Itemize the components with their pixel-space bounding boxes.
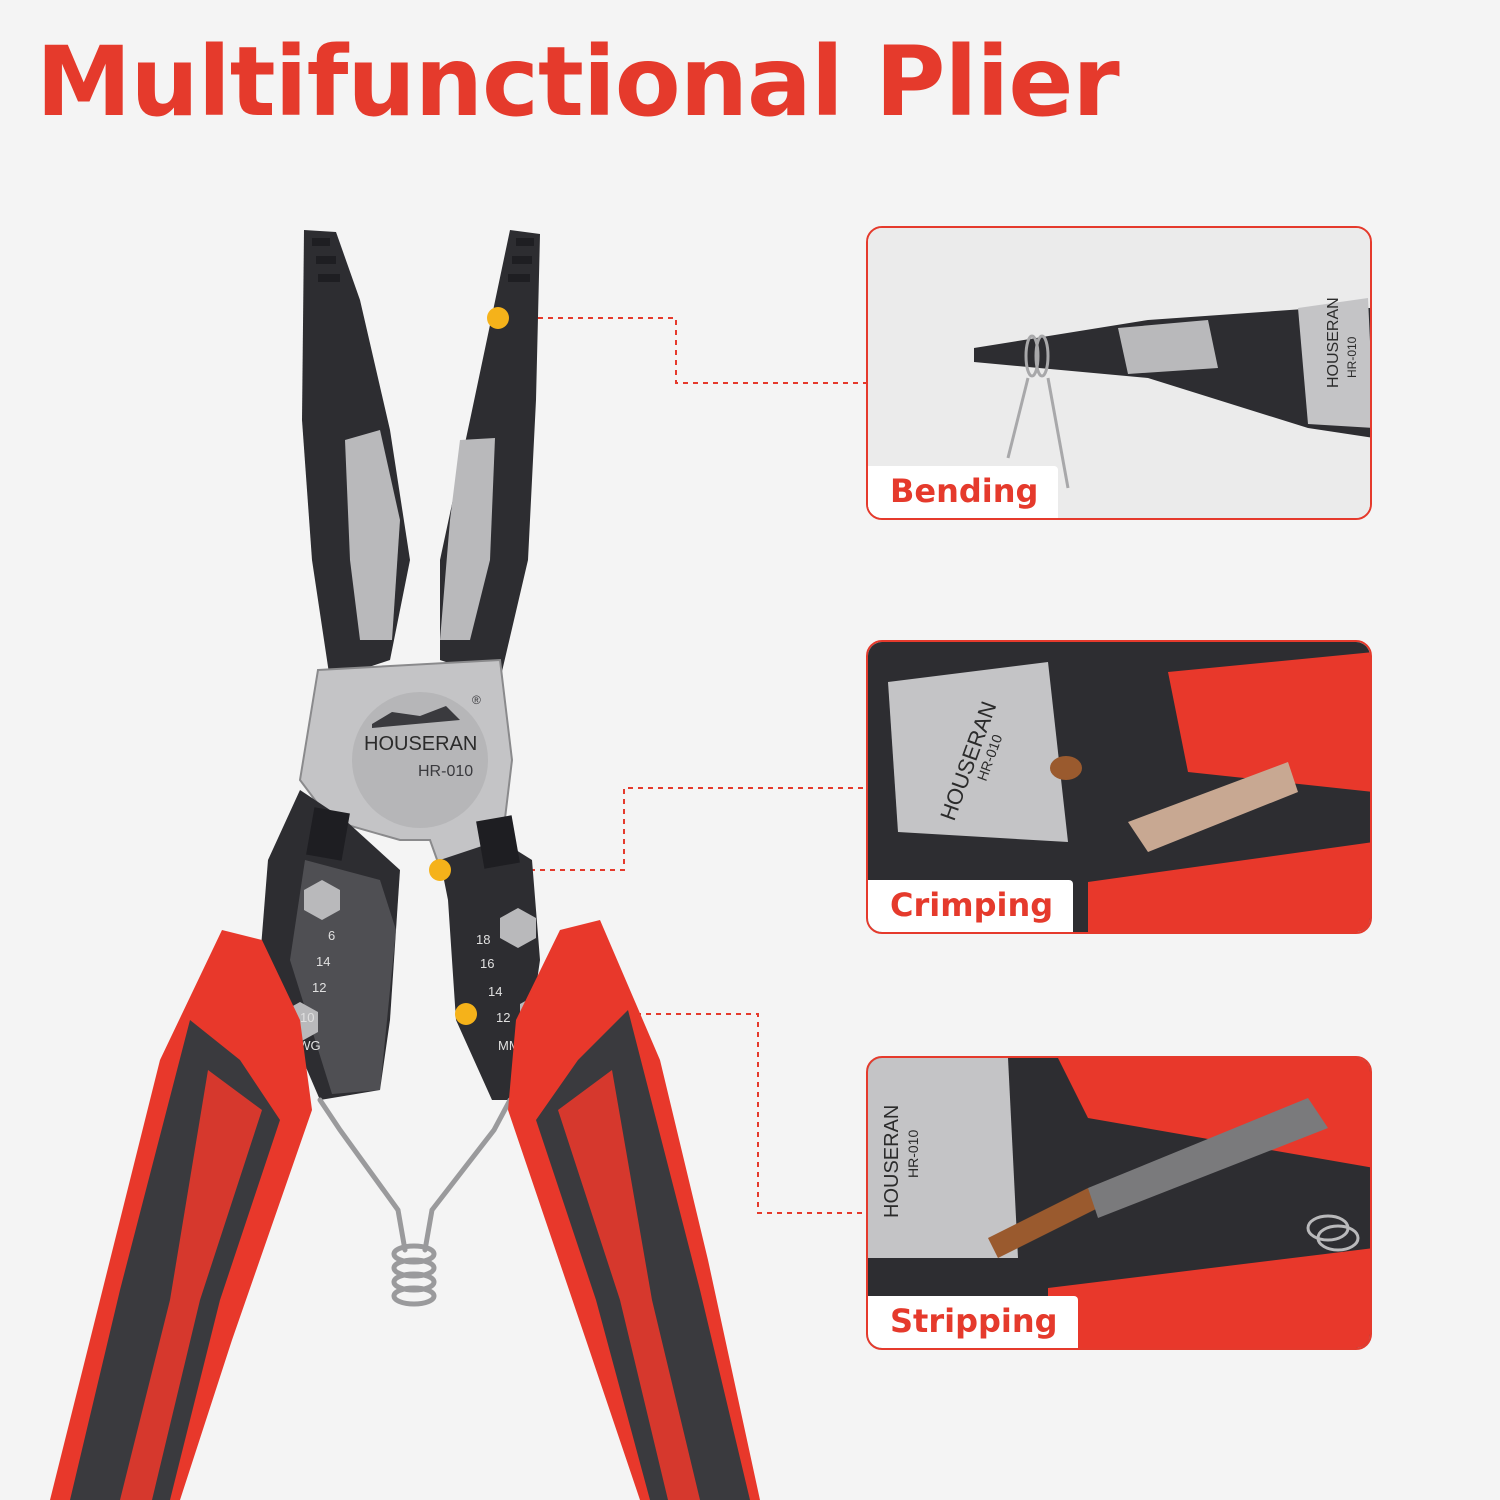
- stripping-brand: HOUSERAN: [881, 1105, 903, 1218]
- panel-bending: HOUSERAN HR-010 Bending: [866, 226, 1372, 520]
- callout-line-bending: [498, 317, 866, 384]
- brand-mark: ®: [472, 693, 481, 707]
- left-neck-steel: [290, 860, 396, 1094]
- logo-icon: [372, 706, 460, 728]
- bending-photo: HOUSERAN HR-010: [868, 228, 1370, 518]
- callout-line-stripping: [466, 1013, 866, 1214]
- panel-crimping: HOUSERAN HR-010 Crimping: [866, 640, 1372, 934]
- svg-text:16: 16: [480, 956, 494, 971]
- svg-text:12: 12: [496, 1010, 510, 1025]
- stripping-model: HR-010: [905, 1130, 921, 1178]
- svg-text:12: 12: [312, 980, 326, 995]
- jaw-teeth: [312, 238, 534, 282]
- panel-label-crimping: Crimping: [868, 880, 1074, 932]
- bending-brand: HOUSERAN: [1325, 297, 1342, 388]
- brand-name: HOUSERAN: [364, 733, 477, 755]
- svg-text:18: 18: [476, 932, 490, 947]
- svg-text:14: 14: [488, 984, 502, 999]
- bending-model: HR-010: [1345, 336, 1359, 378]
- panel-label-bending: Bending: [868, 466, 1059, 518]
- panel-label-stripping: Stripping: [868, 1296, 1078, 1348]
- svg-text:10: 10: [300, 1010, 314, 1025]
- callout-dot-icon: [429, 307, 509, 1025]
- left-jaw-steel: [345, 430, 400, 640]
- panel-stripping: HOUSERAN HR-010 Stripping: [866, 1056, 1372, 1350]
- mm-scale: 18 16 14 12 MM: [476, 932, 520, 1053]
- svg-text:14: 14: [316, 954, 330, 969]
- svg-text:6: 6: [328, 928, 335, 943]
- right-jaw-steel: [440, 438, 495, 640]
- model-number: HR-010: [418, 763, 473, 780]
- spring-icon: [317, 1097, 513, 1307]
- page-title: Multifunctional Plier: [36, 26, 1120, 138]
